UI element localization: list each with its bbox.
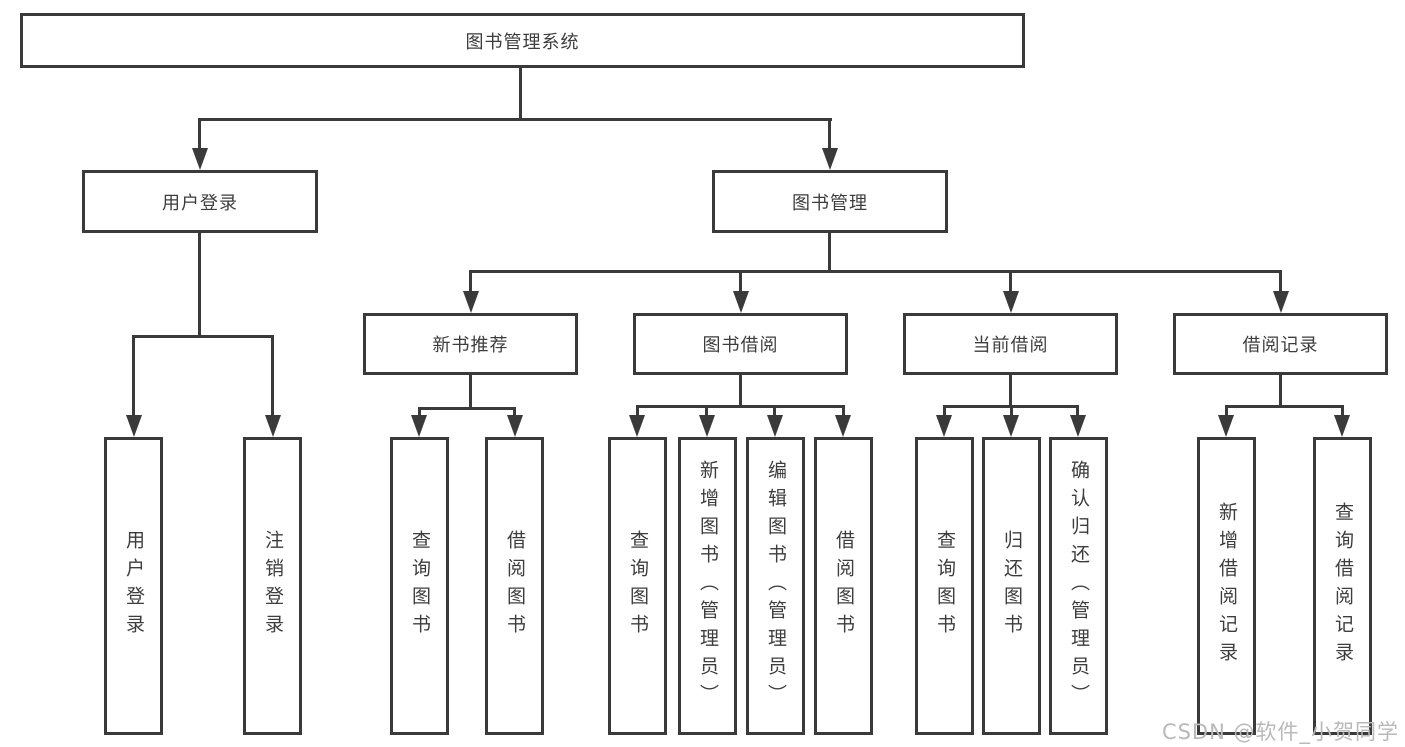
arrowhead [1070,415,1086,437]
connector-mgmt-stem-2 [739,270,742,293]
connector-mgmt-stem-4 [1279,270,1282,293]
leaf-logout: 注销登录 [243,437,302,735]
arrowhead [411,415,427,437]
connector-login-vline [198,233,201,335]
leaf-label: 新增借阅记录 [1216,502,1238,670]
leaf-label: 新增图书（管理员） [697,460,719,712]
arrowhead [822,148,838,170]
leaf-borrow-books-recommend: 借阅图书 [485,437,544,735]
connector-sec2-vline [1009,375,1012,405]
connector-sec2-stem-2 [1010,405,1013,417]
connector-sec3-stem-2 [1341,405,1344,417]
leaf-query-books-recommend: 查询图书 [390,437,449,735]
connector-sec3-vline [1279,375,1282,405]
leaf-label: 用户登录 [123,530,145,642]
node-book-borrowing: 图书借阅 [633,313,848,375]
connector-sec1-stem-1 [636,405,639,417]
node-current-borrowing: 当前借阅 [903,313,1118,375]
arrowhead [699,415,715,437]
leaf-borrow-books-borrowing: 借阅图书 [814,437,873,735]
connector-root-vline [519,68,522,118]
node-library-management-system: 图书管理系统 [20,13,1025,68]
leaf-query-books-current: 查询图书 [915,437,974,735]
leaf-query-books-borrowing: 查询图书 [608,437,667,735]
node-label: 图书管理 [792,192,868,214]
connector-sec0-vline [469,375,472,407]
leaf-label: 借阅图书 [833,530,855,642]
connector-root-stem-right [828,118,831,150]
connector-sec2-stem-1 [943,405,946,417]
connector-root-hline [198,118,832,121]
arrowhead [463,291,479,313]
arrowhead [1003,415,1019,437]
arrowhead [1218,415,1234,437]
connector-sec1-stem-4 [842,405,845,417]
leaf-query-borrow-record: 查询借阅记录 [1313,437,1372,735]
leaf-label: 归还图书 [1001,530,1023,642]
leaf-confirm-return-admin: 确认归还（管理员） [1049,437,1108,735]
node-label: 图书管理系统 [465,31,580,53]
connector-login-hline [132,335,274,338]
connector-login-stem-2 [271,335,274,417]
leaf-label: 查询图书 [409,530,431,642]
node-borrowing-records: 借阅记录 [1173,313,1388,375]
leaf-add-books-admin: 新增图书（管理员） [678,437,737,735]
arrowhead [192,148,208,170]
connector-sec1-vline [739,375,742,405]
leaf-edit-books-admin: 编辑图书（管理员） [746,437,805,735]
leaf-label: 查询借阅记录 [1332,502,1354,670]
connector-mgmt-stem-3 [1009,270,1012,293]
connector-mgmt-hline [469,270,1282,273]
connector-sec1-hline [636,405,845,408]
node-label: 新书推荐 [432,335,509,356]
connector-sec0-stem-2 [513,407,516,417]
arrowhead [1003,291,1019,313]
node-label: 图书借阅 [702,335,779,356]
connector-sec3-stem-1 [1225,405,1228,417]
arrowhead [1273,291,1289,313]
connector-root-stem-left [198,118,201,150]
arrowhead [767,415,783,437]
node-book-management: 图书管理 [712,170,948,233]
arrowhead [835,415,851,437]
leaf-add-borrow-record: 新增借阅记录 [1197,437,1256,735]
node-label: 当前借阅 [972,335,1049,356]
connector-mgmt-stem-1 [469,270,472,293]
leaf-return-books: 归还图书 [982,437,1041,735]
arrowhead [629,415,645,437]
arrowhead [265,415,281,437]
arrowhead [1334,415,1350,437]
connector-login-stem-1 [132,335,135,417]
arrowhead [733,291,749,313]
leaf-label: 确认归还（管理员） [1068,460,1090,712]
csdn-watermark: CSDN @软件_小贺同学 [1161,720,1399,744]
connector-sec0-hline [418,407,516,410]
leaf-label: 查询图书 [934,530,956,642]
connector-sec1-stem-3 [773,405,776,417]
connector-sec3-hline [1225,405,1344,408]
arrowhead [507,415,523,437]
leaf-label: 借阅图书 [504,530,526,642]
arrowhead [126,415,142,437]
node-user-login: 用户登录 [82,170,318,233]
connector-sec1-stem-2 [705,405,708,417]
node-label: 用户登录 [162,192,238,214]
leaf-label: 编辑图书（管理员） [765,460,787,712]
node-new-book-recommendation: 新书推荐 [363,313,578,375]
leaf-label: 注销登录 [262,530,284,642]
node-label: 借阅记录 [1242,335,1319,356]
leaf-label: 查询图书 [627,530,649,642]
connector-sec2-stem-3 [1076,405,1079,417]
connector-mgmt-vline [828,233,831,270]
arrowhead [936,415,952,437]
connector-sec0-stem-1 [418,407,421,417]
leaf-user-login: 用户登录 [104,437,163,735]
